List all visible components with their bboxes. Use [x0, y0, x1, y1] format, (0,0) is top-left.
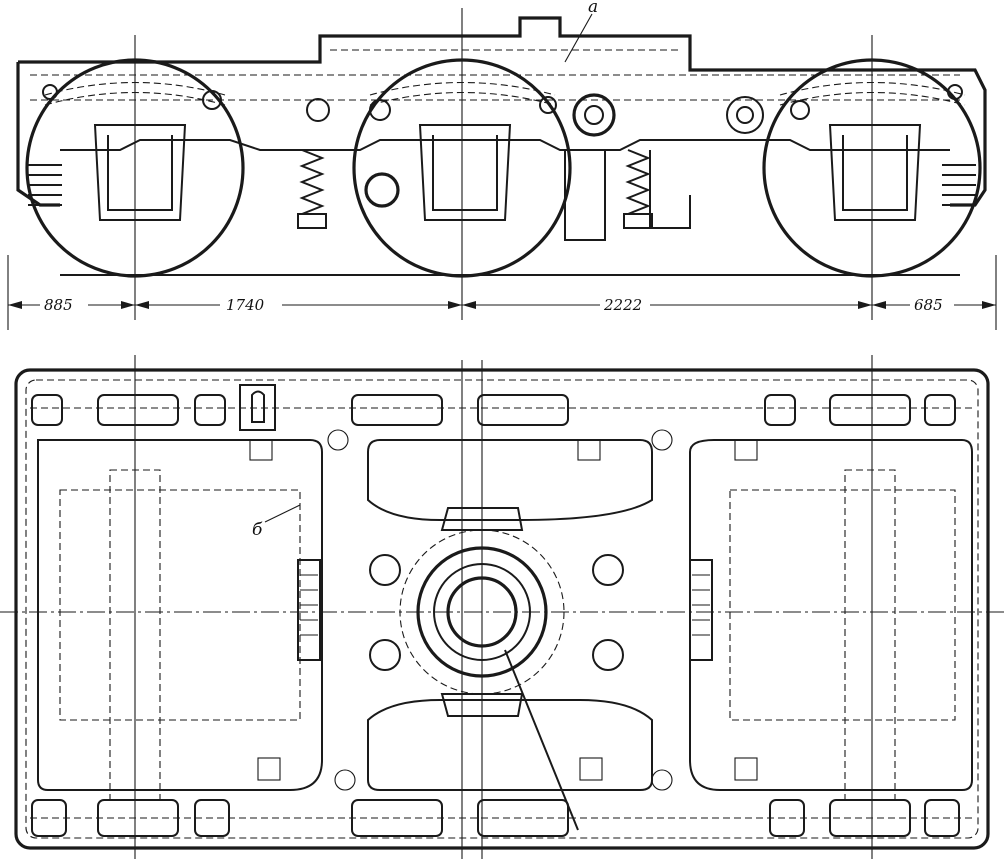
axle-centre-lines	[7, 8, 997, 330]
axle-assembly-left	[59, 469, 301, 801]
axlebox-right	[828, 124, 922, 221]
diagonal-brake-rod	[504, 649, 579, 831]
side-elevation: 885 1740 2222 685 а	[7, 0, 997, 330]
dimension-line	[8, 301, 996, 309]
coil-spring-center-left	[297, 149, 327, 229]
dim-wheelbase-2: 2222	[603, 296, 642, 314]
callout-a-leader	[564, 13, 593, 63]
axlebox-left	[93, 124, 187, 221]
callout-a-label: а	[588, 0, 598, 17]
plan-frame-outer	[14, 368, 990, 850]
axle-assembly-right	[729, 469, 956, 801]
callout-b-label: б	[252, 520, 263, 540]
opening-right	[689, 439, 973, 791]
axlebox-middle	[418, 124, 512, 221]
pivot-bushings	[42, 84, 963, 208]
side-frame-dashed	[30, 49, 960, 101]
brake-hanger	[564, 150, 691, 241]
plan-view: б	[0, 355, 1004, 859]
brake-rods	[297, 559, 713, 661]
side-frame-lower	[60, 139, 950, 151]
plan-frame-inner	[25, 379, 979, 839]
opening-left	[37, 439, 323, 791]
plan-centre-lines	[0, 355, 1004, 859]
coil-spring-center-right	[623, 149, 653, 229]
coil-spring-left-end	[28, 164, 62, 206]
dim-right-overhang: 685	[914, 296, 943, 314]
dim-left-overhang: 885	[44, 296, 73, 314]
side-frame-outline	[16, 16, 987, 207]
top-spring-pads	[31, 394, 956, 426]
hanger-brackets	[239, 384, 758, 781]
opening-middle	[367, 439, 653, 791]
callout-b-leader	[264, 504, 301, 523]
dim-wheelbase-1: 1740	[226, 296, 265, 314]
coil-spring-right-end	[942, 164, 976, 206]
side-bearings	[327, 429, 673, 791]
